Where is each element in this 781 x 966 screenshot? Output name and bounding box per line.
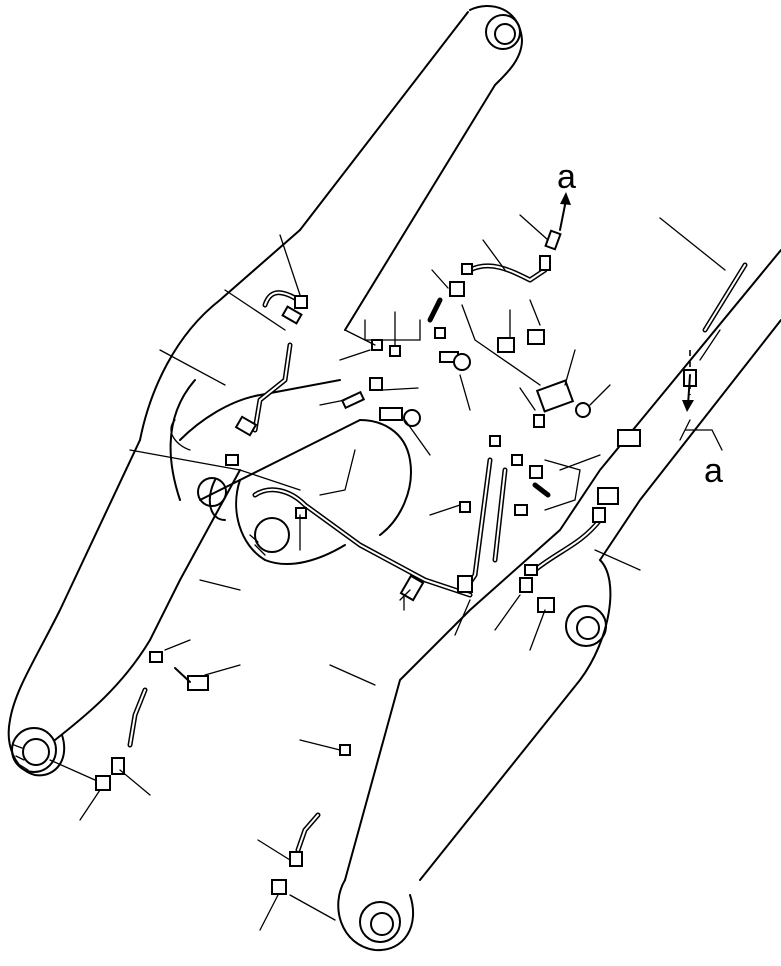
leader-lines <box>49 214 726 931</box>
fittings <box>95 229 697 895</box>
right-boom-arm <box>337 249 781 952</box>
reference-label-right: a <box>704 452 723 490</box>
reference-arrows <box>559 192 694 412</box>
cross-tube <box>170 379 412 566</box>
hydraulic-pipes <box>127 262 748 853</box>
left-boom-arm <box>7 5 523 777</box>
reference-label-top: a <box>557 158 576 196</box>
